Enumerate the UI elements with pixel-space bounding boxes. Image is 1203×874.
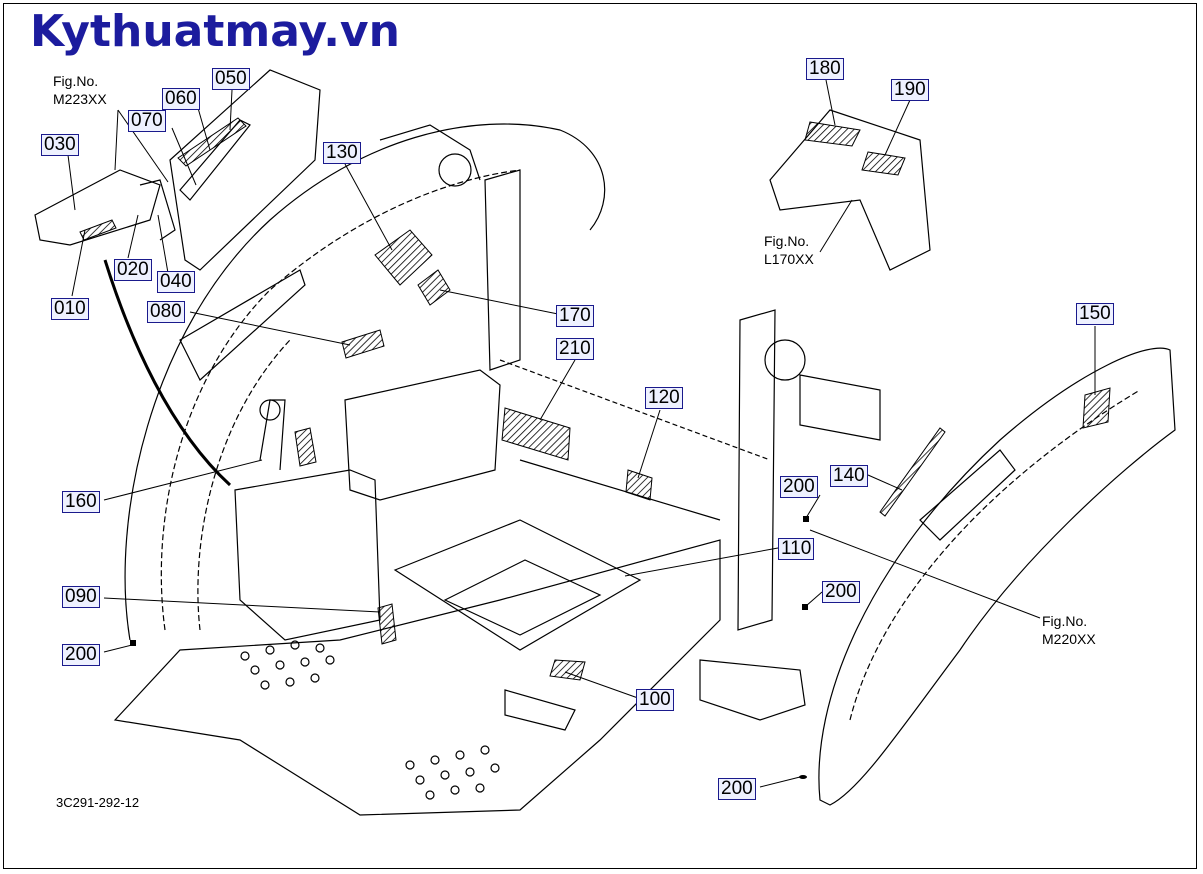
callout-170[interactable]: 170 [556, 305, 594, 327]
label-120 [625, 469, 653, 501]
label-140 [879, 427, 946, 517]
fig-ref-label: Fig.No. [1042, 613, 1088, 629]
callout-140[interactable]: 140 [830, 465, 868, 487]
drawing-frame [3, 3, 1197, 869]
label-160 [294, 427, 317, 467]
side-cover-050 [169, 69, 321, 271]
callout-030[interactable]: 030 [41, 134, 79, 156]
callout-110[interactable]: 110 [778, 538, 815, 560]
callout-090[interactable]: 090 [62, 586, 100, 608]
label-170 [417, 269, 451, 306]
label-090 [377, 603, 397, 645]
label-130 [374, 229, 433, 286]
cover-180-190 [769, 109, 931, 271]
right-fender [818, 347, 1176, 806]
callout-160[interactable]: 160 [62, 491, 100, 513]
label-080 [341, 329, 385, 359]
callout-080[interactable]: 080 [147, 301, 185, 323]
fender-outline [124, 123, 606, 641]
label-010 [79, 219, 117, 241]
armrest [179, 269, 306, 381]
fig-ref-label: Fig.No. [53, 73, 99, 89]
callout-200[interactable]: 200 [780, 476, 818, 498]
callout-210[interactable]: 210 [556, 338, 594, 360]
callout-020[interactable]: 020 [114, 259, 152, 281]
floor-plate [113, 539, 721, 816]
callout-040[interactable]: 040 [157, 271, 195, 293]
fig-ref-number: L170XX [764, 251, 814, 267]
hatched-labels [79, 117, 1111, 681]
callout-070[interactable]: 070 [128, 110, 166, 132]
control-console [234, 469, 381, 641]
callout-050[interactable]: 050 [212, 68, 250, 90]
fig-ref-number: M220XX [1042, 631, 1096, 647]
label-050 [177, 117, 247, 167]
callout-190[interactable]: 190 [891, 79, 929, 101]
fig-ref-number: M223XX [53, 91, 107, 107]
callout-100[interactable]: 100 [636, 689, 674, 711]
rops-post-right [737, 309, 776, 631]
panel-030 [34, 169, 161, 246]
callout-180[interactable]: 180 [806, 58, 844, 80]
callout-150[interactable]: 150 [1076, 303, 1114, 325]
cable [103, 259, 232, 487]
fig-ref-m220: Fig.No. M220XX [1042, 612, 1096, 648]
callout-010[interactable]: 010 [51, 298, 89, 320]
drawing-code: 3C291-292-12 [56, 795, 140, 810]
fig-ref-l170: Fig.No. L170XX [764, 232, 814, 268]
leader-lines [67, 79, 1096, 788]
callout-200[interactable]: 200 [718, 778, 756, 800]
callout-200[interactable]: 200 [822, 581, 860, 603]
label-150 [1082, 387, 1111, 429]
callout-130[interactable]: 130 [323, 142, 361, 164]
callout-200[interactable]: 200 [62, 644, 100, 666]
floor-holes [240, 640, 500, 800]
part-200-marks [130, 516, 809, 779]
rops-post-left [484, 169, 521, 371]
label-180 [804, 121, 861, 147]
callout-060[interactable]: 060 [162, 88, 200, 110]
label-100 [549, 659, 586, 681]
fig-ref-m223: Fig.No. M223XX [53, 72, 107, 108]
label-190 [861, 151, 906, 176]
callout-120[interactable]: 120 [645, 387, 683, 409]
label-210 [501, 407, 571, 461]
fig-ref-label: Fig.No. [764, 233, 810, 249]
site-watermark: Kythuatmay.vn [30, 6, 400, 57]
